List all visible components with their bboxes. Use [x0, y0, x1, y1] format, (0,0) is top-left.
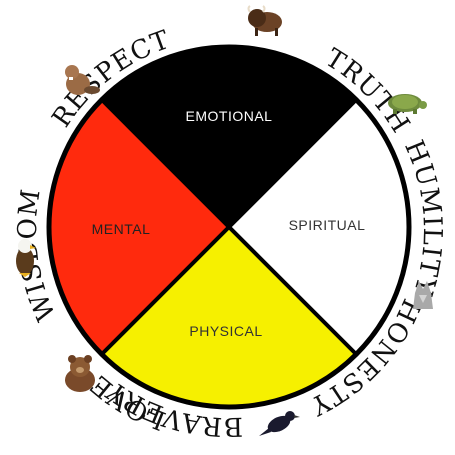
quadrant-emotional	[102, 47, 356, 227]
label-mental: MENTAL	[92, 221, 151, 237]
raven-icon	[259, 411, 300, 436]
eagle-icon	[16, 239, 36, 277]
beaver-icon	[65, 65, 100, 95]
label-spiritual: SPIRITUAL	[289, 217, 366, 233]
label-emotional: EMOTIONAL	[186, 108, 273, 124]
quadrant-spiritual	[229, 100, 409, 354]
quadrant-mental	[49, 100, 229, 354]
divider-b	[100, 98, 358, 356]
wolf-icon	[413, 281, 433, 309]
label-physical: PHYSICAL	[189, 323, 262, 339]
quadrant-physical	[102, 227, 356, 407]
turtle-icon	[388, 94, 427, 114]
bison-icon	[247, 5, 282, 36]
wheel-outline	[46, 44, 412, 410]
bear-icon	[65, 355, 95, 392]
